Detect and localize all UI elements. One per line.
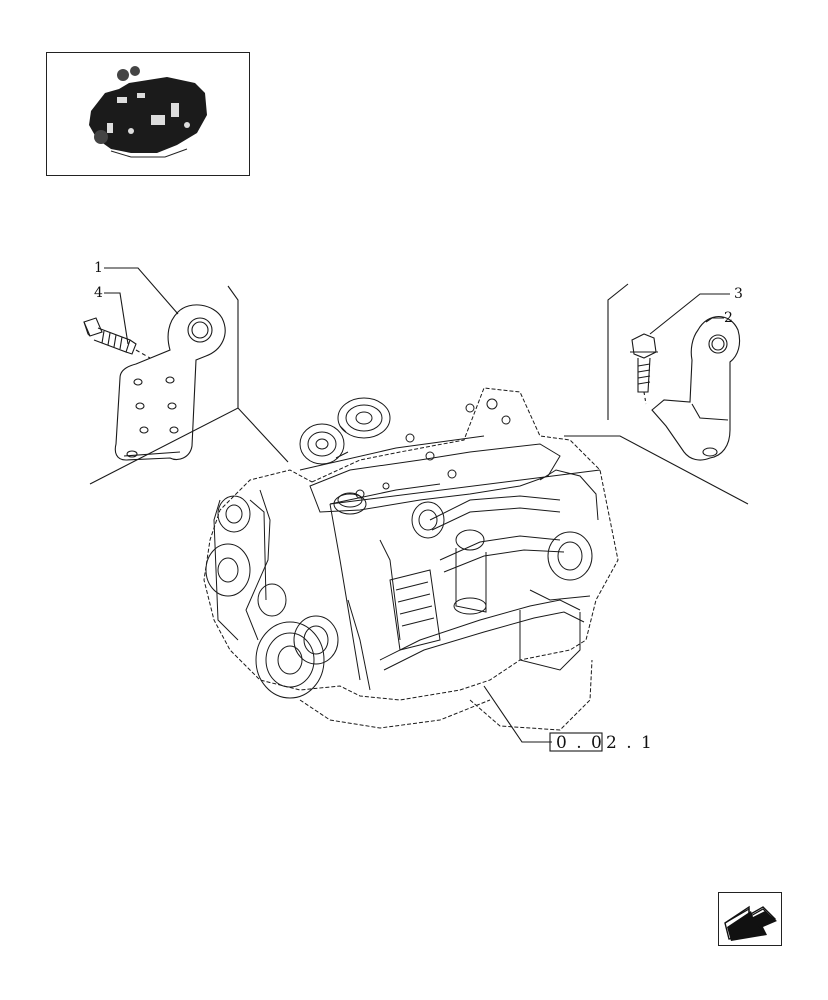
bolt-part-4 xyxy=(83,317,151,359)
callout-leaders-right xyxy=(649,293,730,335)
left-inset-frame xyxy=(89,285,289,485)
reference-leader xyxy=(483,685,552,743)
callout-4: 4 xyxy=(94,285,103,301)
callout-2: 2 xyxy=(724,310,733,326)
bracket-part-1 xyxy=(114,304,226,461)
next-page-arrow-icon xyxy=(724,905,777,941)
reference-code-boxed: 0 . 0 xyxy=(556,733,604,753)
engine-thumbnail-icon xyxy=(89,66,207,158)
callout-leaders-left xyxy=(104,267,179,345)
bracket-part-2 xyxy=(651,315,741,461)
reference-code-rest: 2 . 1 xyxy=(606,733,654,753)
reference-box xyxy=(549,732,603,752)
engine-thumbnail[interactable] xyxy=(46,52,250,176)
bolt-part-3 xyxy=(630,333,658,405)
engine-block xyxy=(203,387,619,731)
right-inset-frame xyxy=(564,283,749,505)
callout-3: 3 xyxy=(734,286,743,302)
callout-1: 1 xyxy=(94,260,103,276)
next-page-button[interactable] xyxy=(718,892,782,946)
